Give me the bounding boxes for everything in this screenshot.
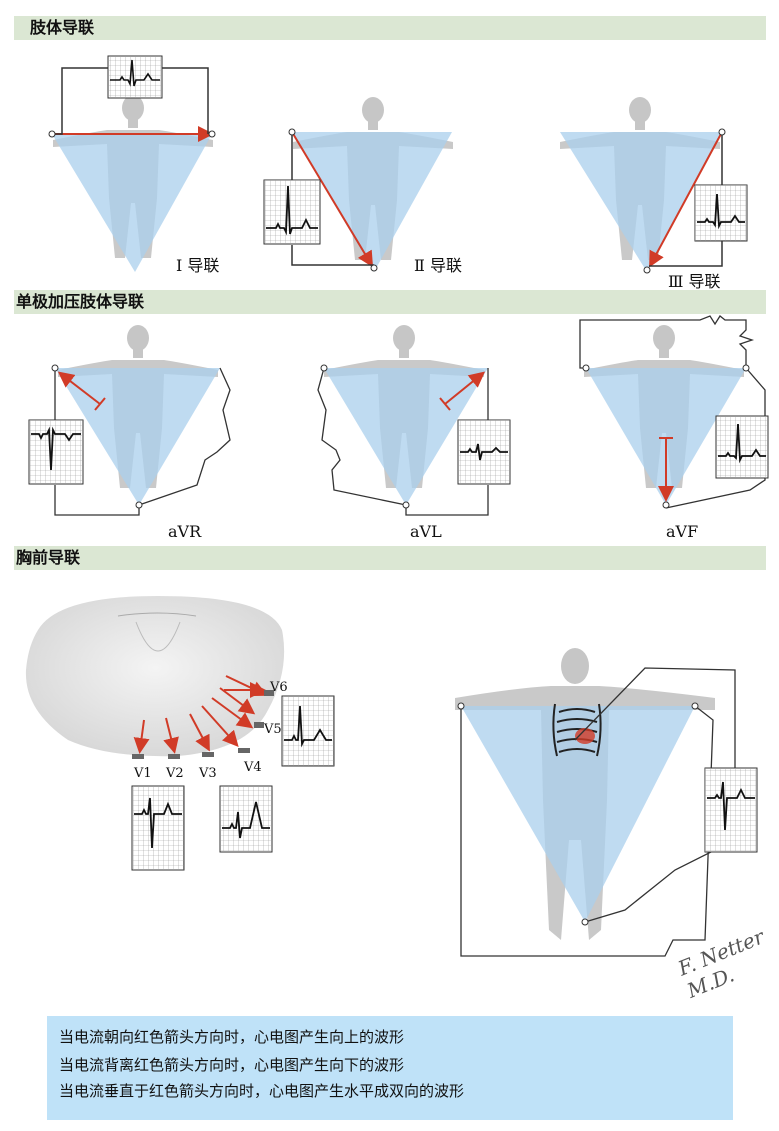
avf-diagram bbox=[579, 315, 769, 509]
avr-diagram bbox=[28, 325, 231, 516]
v1-label: V1 bbox=[134, 766, 152, 781]
section-title-augmented-leads: 单极加压肢体导联 bbox=[16, 292, 145, 311]
v6-label: V6 bbox=[270, 680, 288, 695]
ecg-strip-precordial bbox=[705, 768, 757, 852]
chest-cross-section-diagram bbox=[25, 596, 335, 871]
precordial-body-diagram bbox=[455, 648, 758, 957]
lead-iii-diagram bbox=[560, 97, 748, 274]
v2-label: V2 bbox=[166, 766, 184, 781]
ecg-strip-avf bbox=[716, 416, 768, 478]
avr-vector-arrow bbox=[57, 371, 101, 405]
avr-label: aVR bbox=[168, 522, 202, 541]
torso-cross-section bbox=[25, 596, 285, 757]
ecg-strip-avr bbox=[29, 420, 83, 484]
section-title-precordial-leads: 胸前导联 bbox=[16, 548, 81, 567]
section-bar-augmented bbox=[14, 290, 766, 314]
ecg-strip-v1-v2 bbox=[132, 786, 184, 870]
lead-iii-vector-arrow bbox=[649, 131, 723, 268]
lead-ii-diagram bbox=[263, 97, 453, 272]
avl-label: aVL bbox=[410, 522, 442, 541]
lead-iii-label: Ⅲ 导联 bbox=[668, 272, 721, 291]
ecg-strip-lead-i bbox=[108, 56, 162, 98]
info-line-2: 当电流背离红色箭头方向时，心电图产生向下的波形 bbox=[59, 1056, 405, 1074]
info-line-1: 当电流朝向红色箭头方向时，心电图产生向上的波形 bbox=[59, 1028, 405, 1046]
section-title-limb-leads: 肢体导联 bbox=[30, 18, 95, 37]
lead-ii-label: Ⅱ 导联 bbox=[414, 256, 462, 275]
avl-diagram bbox=[317, 325, 511, 516]
section-bar-precordial bbox=[14, 546, 766, 570]
info-box: 当电流朝向红色箭头方向时，心电图产生向上的波形 当电流背离红色箭头方向时，心电图… bbox=[47, 1016, 733, 1120]
v5-label: V5 bbox=[264, 722, 282, 737]
ecg-strip-v5-v6 bbox=[282, 696, 334, 766]
section-bar-limb bbox=[14, 16, 766, 40]
ecg-strip-lead-iii bbox=[695, 185, 747, 241]
lead-i-label: Ⅰ 导联 bbox=[176, 256, 220, 275]
avf-label: aVF bbox=[666, 522, 699, 541]
lead-ii-vector-arrow bbox=[291, 131, 374, 268]
v4-label: V4 bbox=[244, 760, 262, 775]
ecg-strip-lead-ii bbox=[264, 180, 320, 244]
v3-label: V3 bbox=[199, 766, 217, 781]
avl-vector-arrow bbox=[444, 371, 486, 405]
info-line-3: 当电流垂直于红色箭头方向时，心电图产生水平成双向的波形 bbox=[59, 1082, 465, 1100]
lead-i-diagram bbox=[48, 55, 216, 272]
ecg-strip-v3-v4 bbox=[220, 786, 272, 852]
